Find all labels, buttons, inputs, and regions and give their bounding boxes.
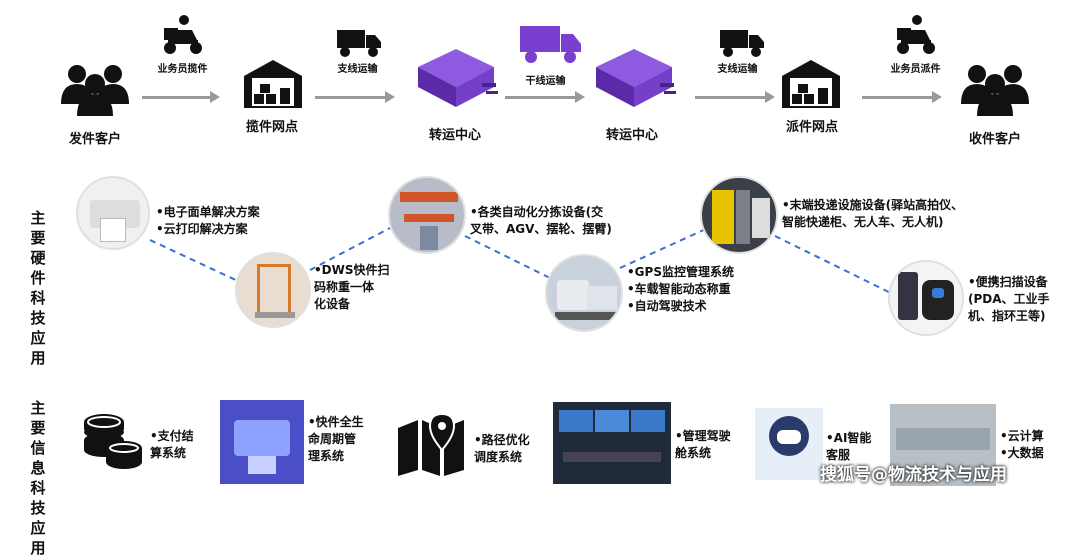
- flow-arrow: [142, 96, 212, 99]
- info-item-5: •AI智能客服: [826, 431, 872, 462]
- flow-arrow-label: 业务员派件: [890, 64, 941, 75]
- coins-icon: [84, 414, 142, 469]
- truck-gps-image: [545, 254, 623, 332]
- watermark: 搜狐号@物流技术与应用: [820, 465, 1007, 485]
- flow-arrow: [862, 96, 934, 99]
- hardware-item-6: •便携扫描设备(PDA、工业手机、指环王等): [968, 275, 1050, 323]
- flow-arrow: [315, 96, 387, 99]
- courier-scooter-icon: [164, 15, 202, 54]
- arrow-head-icon: [210, 91, 220, 103]
- flow-node-delivery-point: 派件网点: [785, 120, 838, 135]
- trunk-truck-icon: [520, 26, 581, 63]
- customers-icon: [61, 65, 129, 116]
- transfer-hub-icon: [418, 49, 498, 107]
- truck-icon: [337, 30, 381, 57]
- flow-arrow: [695, 96, 767, 99]
- info-item-1: •支付结算系统: [150, 429, 194, 460]
- info-section-title: 主要信息科技应用: [30, 399, 46, 557]
- ai-service-image: [755, 408, 823, 480]
- arrow-head-icon: [575, 91, 585, 103]
- arrow-head-icon: [385, 91, 395, 103]
- courier-scooter-icon: [897, 15, 935, 54]
- hardware-item-3: •各类自动化分拣设备(交叉带、AGV、摆轮、摆臂): [470, 205, 612, 236]
- flow-arrow-label: 业务员揽件: [157, 64, 208, 75]
- customers-icon: [961, 65, 1029, 116]
- transfer-hub-icon: [596, 49, 676, 107]
- arrow-head-icon: [932, 91, 942, 103]
- control-cockpit-image: [553, 402, 671, 484]
- flow-node-pickup-point: 揽件网点: [245, 120, 298, 135]
- hardware-item-4: •GPS监控管理系统•车载智能动态称重•自动驾驶技术: [627, 265, 734, 313]
- hardware-section-title: 主要硬件科技应用: [30, 209, 46, 367]
- flow-node-hub-2: 转运中心: [605, 128, 658, 143]
- warehouse-icon: [244, 60, 302, 108]
- warehouse-icon: [782, 60, 840, 108]
- lifecycle-system-image: [220, 400, 304, 484]
- hardware-item-5: •末端投递设施设备(驿站高拍仪、智能快递柜、无人车、无人机): [782, 198, 964, 229]
- cloud-center-image: [890, 404, 996, 486]
- flow-arrow-label: 支线运输: [717, 64, 758, 75]
- flow-arrow-label: 支线运输: [337, 64, 378, 75]
- info-item-2: •快件全生命周期管理系统: [308, 415, 364, 463]
- hardware-item-1: •电子面单解决方案•云打印解决方案: [156, 205, 260, 236]
- arrow-head-icon: [765, 91, 775, 103]
- map-route-icon: [398, 412, 464, 476]
- smart-locker-image: [700, 176, 778, 254]
- label-printer-image: [76, 176, 150, 250]
- hardware-item-2: •DWS快件扫码称重一体化设备: [314, 263, 390, 311]
- flow-node-recipient: 收件客户: [968, 132, 1021, 147]
- info-item-6: •云计算•大数据: [1000, 429, 1044, 460]
- dashed-connectors: [149, 227, 906, 301]
- info-item-3: •路径优化调度系统: [474, 433, 530, 464]
- dws-device-image: [235, 252, 311, 328]
- info-item-4: •管理驾驶舱系统: [675, 429, 731, 460]
- flow-arrow: [505, 96, 577, 99]
- truck-icon: [720, 30, 764, 57]
- flow-node-sender: 发件客户: [68, 132, 121, 147]
- flow-arrow-label: 干线运输: [525, 76, 566, 87]
- flow-node-hub-1: 转运中心: [428, 128, 481, 143]
- sorting-equipment-image: [388, 176, 466, 254]
- handheld-scanner-image: [888, 260, 964, 336]
